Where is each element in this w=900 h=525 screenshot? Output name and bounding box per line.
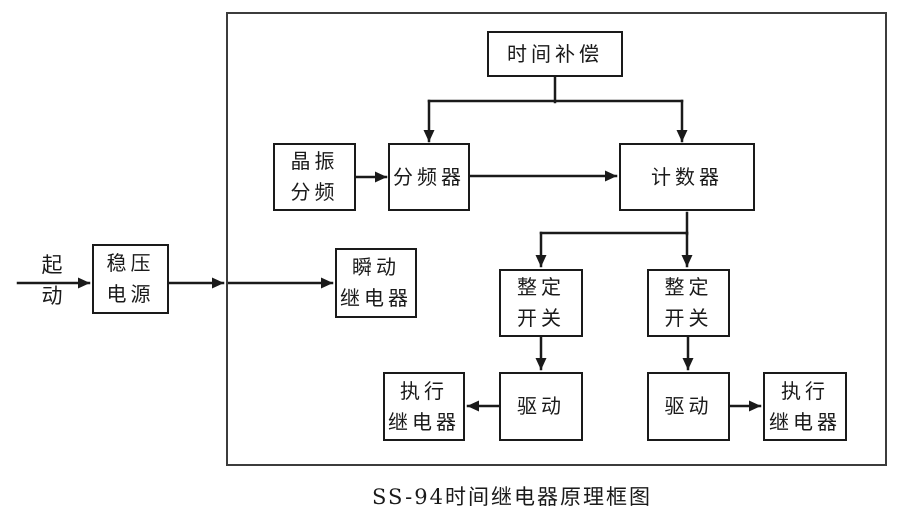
box-regulated-power-line1: 稳压	[106, 251, 155, 275]
box-frequency-divider: 分频器	[388, 143, 470, 211]
box-counter-label: 计数器	[651, 164, 723, 189]
box-exec-relay-left: 执行 继电器	[383, 372, 465, 441]
box-drive-left-label: 驱动	[517, 394, 565, 418]
start-label: 起 动	[28, 250, 76, 312]
box-crystal-divider-line2: 分频	[290, 180, 339, 204]
box-setting-switch-left: 整定 开关	[499, 269, 583, 337]
box-setting-switch-right-line2: 开关	[664, 306, 713, 330]
diagram-caption: SS-94时间继电器原理框图	[372, 485, 652, 509]
box-setting-switch-right-line1: 整定	[664, 275, 713, 299]
box-exec-relay-left-line1: 执行	[400, 378, 448, 403]
box-regulated-power-line2: 电源	[106, 282, 155, 306]
box-drive-left: 驱动	[499, 372, 583, 441]
box-exec-relay-right-line2: 继电器	[769, 409, 841, 434]
box-time-compensation-label: 时间补偿	[507, 41, 603, 66]
box-drive-right-label: 驱动	[664, 394, 713, 418]
box-exec-relay-right: 执行 继电器	[763, 372, 847, 441]
box-crystal-divider-line1: 晶振	[290, 149, 339, 173]
box-time-compensation: 时间补偿	[487, 31, 623, 77]
outer-frame	[226, 12, 887, 466]
box-counter: 计数器	[619, 143, 755, 211]
box-instant-relay-line1: 瞬动	[352, 255, 400, 279]
box-setting-switch-left-line2: 开关	[517, 306, 565, 330]
box-crystal-divider: 晶振 分频	[273, 143, 356, 211]
box-regulated-power: 稳压 电源	[92, 244, 169, 314]
start-label-line2: 动	[41, 284, 63, 308]
box-instant-relay-line2: 继电器	[340, 286, 412, 310]
box-instant-relay: 瞬动 继电器	[335, 248, 417, 318]
box-exec-relay-right-line1: 执行	[781, 378, 829, 403]
box-frequency-divider-label: 分频器	[393, 164, 465, 189]
box-exec-relay-left-line2: 继电器	[388, 409, 460, 434]
box-setting-switch-left-line1: 整定	[517, 275, 565, 299]
box-setting-switch-right: 整定 开关	[647, 269, 730, 337]
start-label-line1: 起	[41, 253, 63, 277]
box-drive-right: 驱动	[647, 372, 730, 441]
